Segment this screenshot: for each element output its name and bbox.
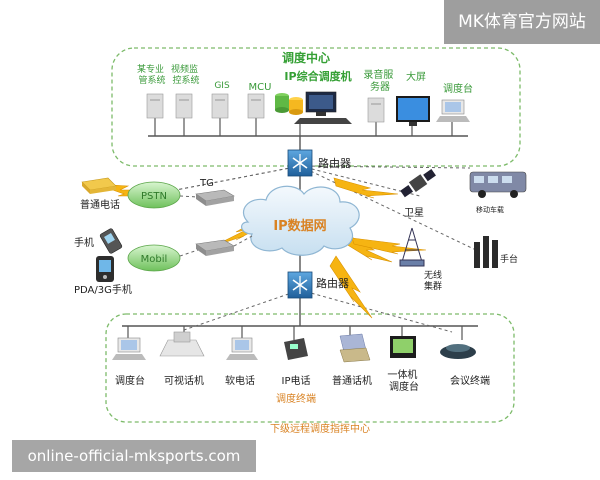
wireless-tower-icon xyxy=(399,227,425,267)
satellite-label: 卫星 xyxy=(404,207,424,219)
integrated-console-label-line1: 一体机 xyxy=(387,368,417,381)
mcu-label: MCU xyxy=(249,82,272,93)
conference-terminal-label: 会议终端 xyxy=(450,374,490,387)
handset-icon xyxy=(474,236,498,268)
ip-cloud xyxy=(241,185,360,256)
pda-icon xyxy=(96,256,114,282)
sub-center-title: 下级远程调度指挥中心 xyxy=(270,422,370,435)
conference-terminal-icon xyxy=(440,344,476,359)
server-mcu-icon xyxy=(247,93,265,119)
top-bus-stubs xyxy=(154,118,453,136)
ip-dispatcher-label: IP综合调度机 xyxy=(284,69,351,83)
pstn-label: PSTN xyxy=(141,191,167,202)
server-video-icon xyxy=(175,93,193,119)
satellite-icon xyxy=(400,168,436,198)
ip-cloud-label: IP数据网 xyxy=(273,218,326,234)
link-mobil-gateway xyxy=(179,249,199,257)
video-label-line1: 视频监 xyxy=(171,63,198,75)
console-top-icon xyxy=(436,99,470,122)
integrated-console-label: 一体机 调度台 xyxy=(387,368,420,393)
specialist-label: 某专业 管系统 xyxy=(137,63,167,86)
video-label: 视频监 控系统 xyxy=(171,63,201,86)
handset-label: 手台 xyxy=(500,253,518,265)
tg-gateway-icon xyxy=(195,189,235,206)
ip-phone-label: IP电话 xyxy=(282,374,311,387)
vehicle-label: 移动车载 xyxy=(476,205,504,214)
watermark-top: MK体育官方网站 xyxy=(444,0,600,44)
bottom-console-icon xyxy=(112,337,146,360)
dispatch-center-box xyxy=(111,47,521,167)
integrated-console-icon xyxy=(390,336,416,358)
mobile-phone-label: 手机 xyxy=(74,236,94,249)
console-top-label: 调度台 xyxy=(443,82,473,95)
mobile-phone-icon xyxy=(99,228,123,254)
ordinary-phone-icon xyxy=(81,177,117,194)
watermark-bottom: online-official-mksports.com xyxy=(12,440,256,472)
wireless-label: 无线 集群 xyxy=(424,269,445,292)
recording-label-line2: 务器 xyxy=(370,80,390,93)
ip-dispatcher-monitor-icon xyxy=(294,91,352,124)
gis-label: GIS xyxy=(214,81,230,91)
wireless-label-line2: 集群 xyxy=(424,280,442,292)
mobile-gateway-icon xyxy=(195,239,235,256)
router-top-label: 路由器 xyxy=(318,156,351,170)
video-phone-icon xyxy=(159,331,205,357)
soft-phone-label: 软电话 xyxy=(225,374,255,387)
ip-dispatcher-db-icon xyxy=(275,93,303,115)
pstn-oval xyxy=(127,181,181,209)
pda-label: PDA/3G手机 xyxy=(74,283,132,296)
dispatch-terminals-label: 调度终端 xyxy=(276,392,316,405)
router-bottom-icon xyxy=(287,271,313,299)
sub-center-box xyxy=(105,313,515,423)
ordinary-phone-label: 普通电话 xyxy=(80,198,120,211)
recording-label: 录音服 务器 xyxy=(363,68,396,93)
tg-label: TG xyxy=(199,178,214,189)
specialist-label-line1: 某专业 xyxy=(137,63,164,75)
router-bottom-label: 路由器 xyxy=(316,276,349,290)
video-phone-label: 可视话机 xyxy=(164,374,204,387)
vehicle-icon xyxy=(469,171,527,198)
dispatch-center-title: 调度中心 xyxy=(282,50,330,65)
bigscreen-icon xyxy=(396,96,430,126)
router-top-icon xyxy=(287,149,313,177)
video-label-line2: 控系统 xyxy=(172,74,199,86)
integrated-console-label-line2: 调度台 xyxy=(389,380,419,393)
specialist-label-line2: 管系统 xyxy=(138,74,165,86)
mobile-oval xyxy=(127,244,181,272)
mobile-oval-label: Mobil xyxy=(141,254,168,265)
soft-phone-icon xyxy=(226,337,258,360)
bottom-console-label: 调度台 xyxy=(115,374,145,387)
wireless-label-line1: 无线 xyxy=(424,269,442,281)
recording-server-icon xyxy=(367,97,385,123)
recording-label-line1: 录音服 xyxy=(363,68,393,81)
ordinary-phone-bottom-icon xyxy=(339,333,371,363)
server-specialist-icon xyxy=(146,93,164,119)
ip-phone-icon xyxy=(284,338,308,360)
link-pstn-tg xyxy=(179,195,199,198)
server-gis-icon xyxy=(211,93,229,119)
ordinary-phone-bottom-label: 普通话机 xyxy=(332,374,372,387)
bigscreen-label: 大屏 xyxy=(406,70,426,83)
